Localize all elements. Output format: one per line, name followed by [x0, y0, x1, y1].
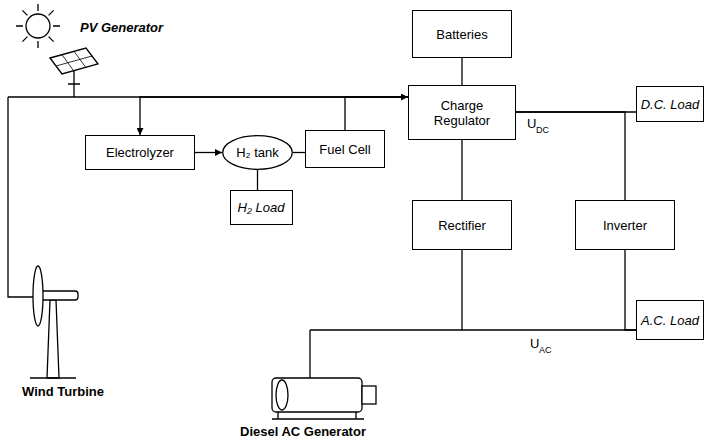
generator-endcap	[362, 386, 376, 404]
node-text: Electrolyzer	[103, 145, 177, 160]
converter-box: Inverter	[575, 200, 675, 250]
pv-panel	[50, 48, 98, 74]
load-box: D.C. Load	[636, 86, 704, 122]
node-text: H₂ Load	[235, 200, 288, 215]
node-text: Rectifier	[435, 218, 489, 233]
text-group: H₂ tank	[233, 145, 282, 160]
text-group: Inverter	[600, 218, 650, 233]
node-text: Batteries	[433, 27, 490, 42]
node-text: Inverter	[600, 218, 650, 233]
sun-rays	[16, 4, 60, 48]
generator-body	[272, 378, 362, 412]
turbine-tower	[47, 300, 59, 378]
node-text: A.C. Load	[638, 313, 702, 328]
process-box: Fuel Cell	[305, 130, 385, 168]
text-group: H₂ Load	[235, 200, 288, 215]
turbine-rotor	[33, 266, 43, 326]
text-group: A.C. Load	[638, 313, 702, 328]
generator-drum	[276, 380, 288, 410]
converter-box: Rectifier	[412, 200, 512, 250]
component-label: Diesel AC Generator	[240, 424, 366, 439]
sun-symbol	[26, 14, 50, 38]
connector-line	[516, 112, 625, 200]
connector-line	[345, 97, 408, 130]
generator-feet	[272, 412, 364, 419]
text-group: Electrolyzer	[103, 145, 177, 160]
component-label: Wind Turbine	[22, 384, 104, 399]
turbine-base	[30, 377, 76, 378]
node-text: H₂ tank	[233, 145, 282, 160]
text-group: Fuel Cell	[316, 142, 373, 157]
pv-stand	[68, 71, 80, 98]
node-text: D.C. Load	[638, 97, 703, 112]
connector-line	[461, 58, 462, 85]
regulator-box: Charge Regulator	[408, 85, 516, 140]
dc-bus-wire	[8, 97, 412, 297]
connector-line	[462, 250, 636, 330]
text-group: Charge Regulator	[409, 98, 515, 128]
connector-line	[461, 140, 462, 200]
connector-line	[195, 152, 222, 153]
node-text: Charge Regulator	[409, 98, 515, 128]
connector-line	[293, 152, 305, 153]
voltage-subscript: AC	[539, 343, 552, 358]
load-box: H₂ Load	[230, 190, 293, 225]
pv-panel-grid	[56, 51, 92, 71]
turbine-nacelle	[40, 291, 78, 300]
connector-line	[625, 250, 636, 330]
load-box: A.C. Load	[636, 300, 704, 340]
node-text: Fuel Cell	[316, 142, 373, 157]
voltage-symbol: U	[527, 116, 536, 131]
process-box: Electrolyzer	[85, 135, 195, 170]
text-group: D.C. Load	[638, 97, 703, 112]
text-group: Batteries	[433, 27, 490, 42]
battery-box: Batteries	[412, 10, 512, 58]
text-group: Rectifier	[435, 218, 489, 233]
voltage-subscript: DC	[536, 123, 549, 138]
component-label: PV Generator	[80, 20, 163, 35]
connector-line	[257, 170, 258, 190]
tank-ellipse: H₂ tank	[222, 135, 293, 170]
ac-bus-wire	[310, 330, 462, 378]
voltage-symbol: U	[530, 336, 539, 351]
